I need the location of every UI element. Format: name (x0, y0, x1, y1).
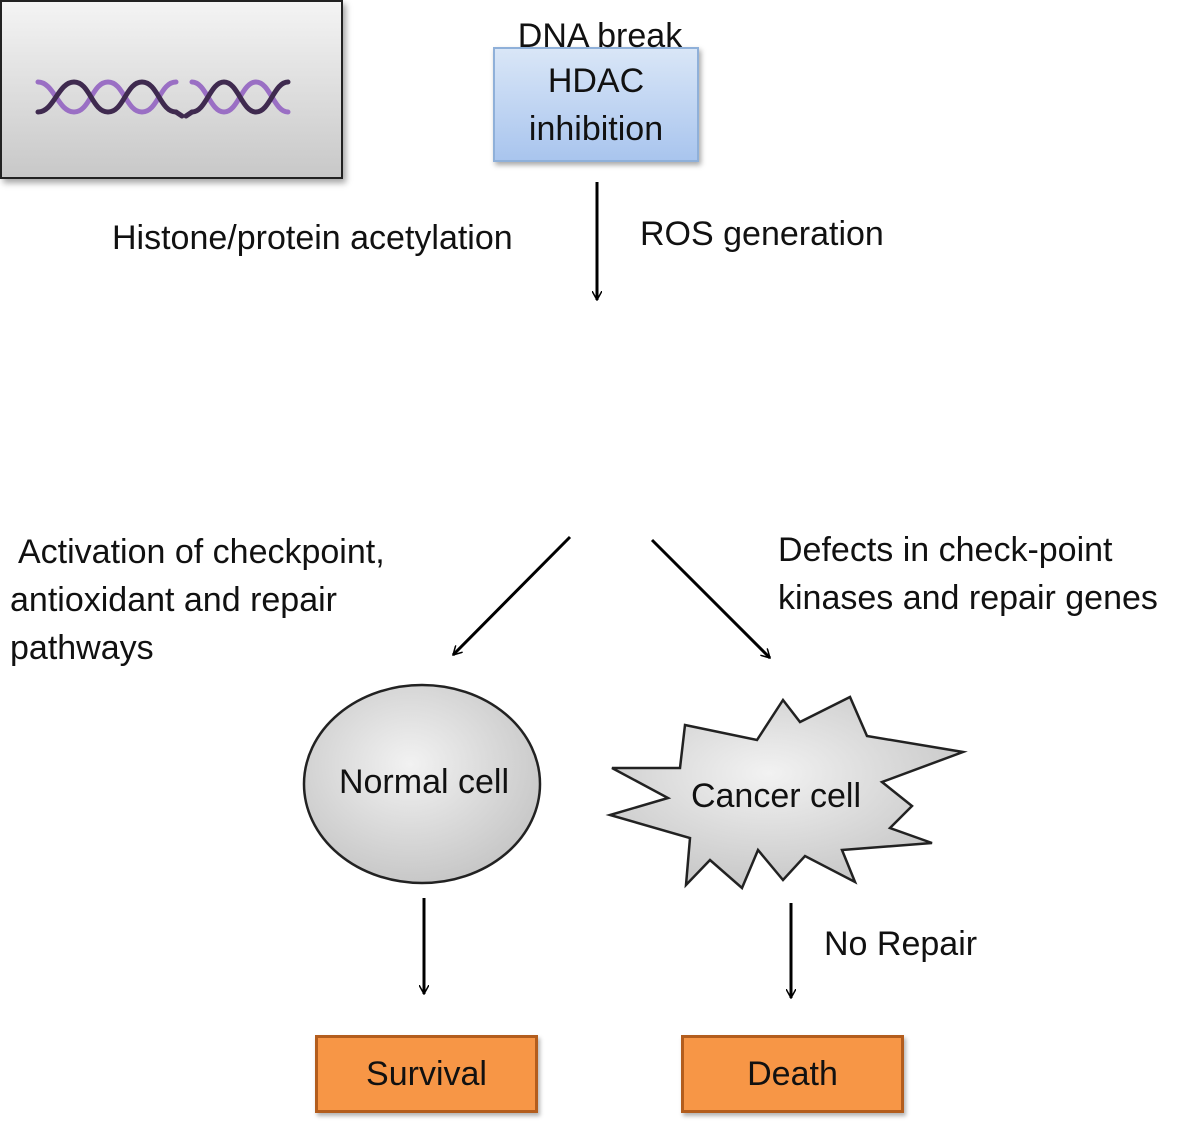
dna-break-box: DNA break (0, 0, 682, 179)
death-box: Death (681, 1035, 904, 1113)
defects-line-2: kinases and repair genes (778, 579, 1158, 617)
hdac-inhibition-box: HDAC inhibition (493, 47, 699, 162)
death-label: Death (747, 1054, 838, 1093)
activation-line-3: pathways (10, 629, 154, 667)
dna-break-label: DNA break (517, 17, 683, 55)
edge-label-ros-generation: ROS generation (640, 215, 884, 253)
normal-cell-label: Normal cell (338, 763, 510, 801)
arrow-dna-to-cancer (650, 538, 770, 658)
normal-cell-shape (302, 683, 542, 885)
edge-label-histone-acetylation: Histone/protein acetylation (112, 219, 513, 257)
cancer-cell-shape (605, 695, 968, 891)
survival-box: Survival (315, 1035, 538, 1113)
edge-label-activation: Activation of checkpoint, antioxidant an… (10, 528, 385, 672)
defects-line-1: Defects in check-point (778, 531, 1113, 569)
activation-line-2: antioxidant and repair (10, 581, 338, 619)
dna-helix-icon (35, 79, 291, 119)
hdac-inhibition-label: HDAC inhibition (528, 61, 664, 148)
activation-line-1: Activation of checkpoint, (18, 533, 385, 571)
edge-label-defects: Defects in check-point kinases and repai… (778, 526, 1158, 622)
survival-label: Survival (366, 1054, 487, 1093)
edge-label-no-repair: No Repair (824, 925, 978, 963)
cancer-cell-label: Cancer cell (690, 777, 862, 815)
arrow-dna-to-normal (453, 535, 572, 655)
